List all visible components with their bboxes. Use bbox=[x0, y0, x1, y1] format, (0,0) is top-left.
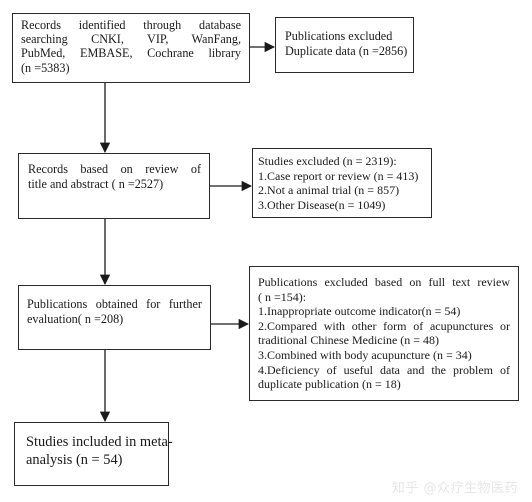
duplicates-excluded-count: Duplicate data (n =2856) bbox=[285, 44, 408, 58]
studies-excluded-title: Studies excluded (n = 2319): bbox=[258, 154, 397, 168]
fulltext-excluded-reason-4: 4.Deficiency of useful data and the prob… bbox=[258, 362, 510, 377]
fulltext-excluded-reason-3: 3.Combined with body acupuncture (n = 34… bbox=[258, 347, 472, 362]
full-text-line-2: evaluation( n =208) bbox=[27, 312, 124, 326]
watermark: 知乎 @众疗生物医药 bbox=[391, 481, 518, 496]
fulltext-excluded-reason-4-cont: duplicate publication (n = 18) bbox=[258, 377, 401, 392]
duplicates-excluded-title: Publications excluded bbox=[285, 29, 393, 43]
fulltext-excluded-box: Publications excluded based on full text… bbox=[249, 266, 519, 401]
records-identified-line-3: PubMed, EMBASE, Cochrane library bbox=[21, 46, 241, 61]
records-screened-box: Records based on review of title and abs… bbox=[18, 153, 210, 219]
studies-included-box: Studies included in meta- analysis (n = … bbox=[14, 422, 173, 486]
full-text-box: Publications obtained for further evalua… bbox=[18, 285, 211, 350]
studies-included-line-2: analysis (n = 54) bbox=[26, 452, 123, 468]
records-identified-count: (n =5383) bbox=[21, 60, 70, 75]
duplicates-excluded-box: Publications excluded Duplicate data (n … bbox=[275, 17, 414, 73]
fulltext-excluded-reason-2-cont: traditional Chinese Medicine (n = 48) bbox=[258, 333, 440, 348]
records-screened-line-1: Records based on review of bbox=[28, 162, 201, 176]
records-screened-line-2: title and abstract ( n =2527) bbox=[28, 177, 164, 191]
studies-excluded-box: Studies excluded (n = 2319): 1.Case repo… bbox=[252, 148, 432, 218]
studies-excluded-reason-1: 1.Case report or review (n = 413) bbox=[258, 168, 419, 183]
records-identified-line-2: searching CNKI, VIP, WanFang, bbox=[21, 32, 241, 47]
records-identified-box: Records identified through database sear… bbox=[12, 13, 250, 83]
fulltext-excluded-reason-1: 1.Inappropriate outcome indicator(n = 54… bbox=[258, 304, 461, 319]
records-identified-line-1: Records identified through database bbox=[21, 18, 241, 32]
fulltext-excluded-reason-2: 2.Compared with other form of acupunctur… bbox=[258, 318, 510, 333]
studies-excluded-reason-2: 2.Not a animal trial (n = 857) bbox=[258, 183, 400, 198]
fulltext-excluded-count: ( n =154): bbox=[258, 289, 307, 304]
fulltext-excluded-title: Publications excluded based on full text… bbox=[258, 275, 510, 289]
full-text-line-1: Publications obtained for further bbox=[27, 297, 202, 311]
studies-excluded-reason-3: 3.Other Disease(n = 1049) bbox=[258, 197, 386, 212]
studies-included-line-1: Studies included in meta- bbox=[26, 434, 173, 450]
